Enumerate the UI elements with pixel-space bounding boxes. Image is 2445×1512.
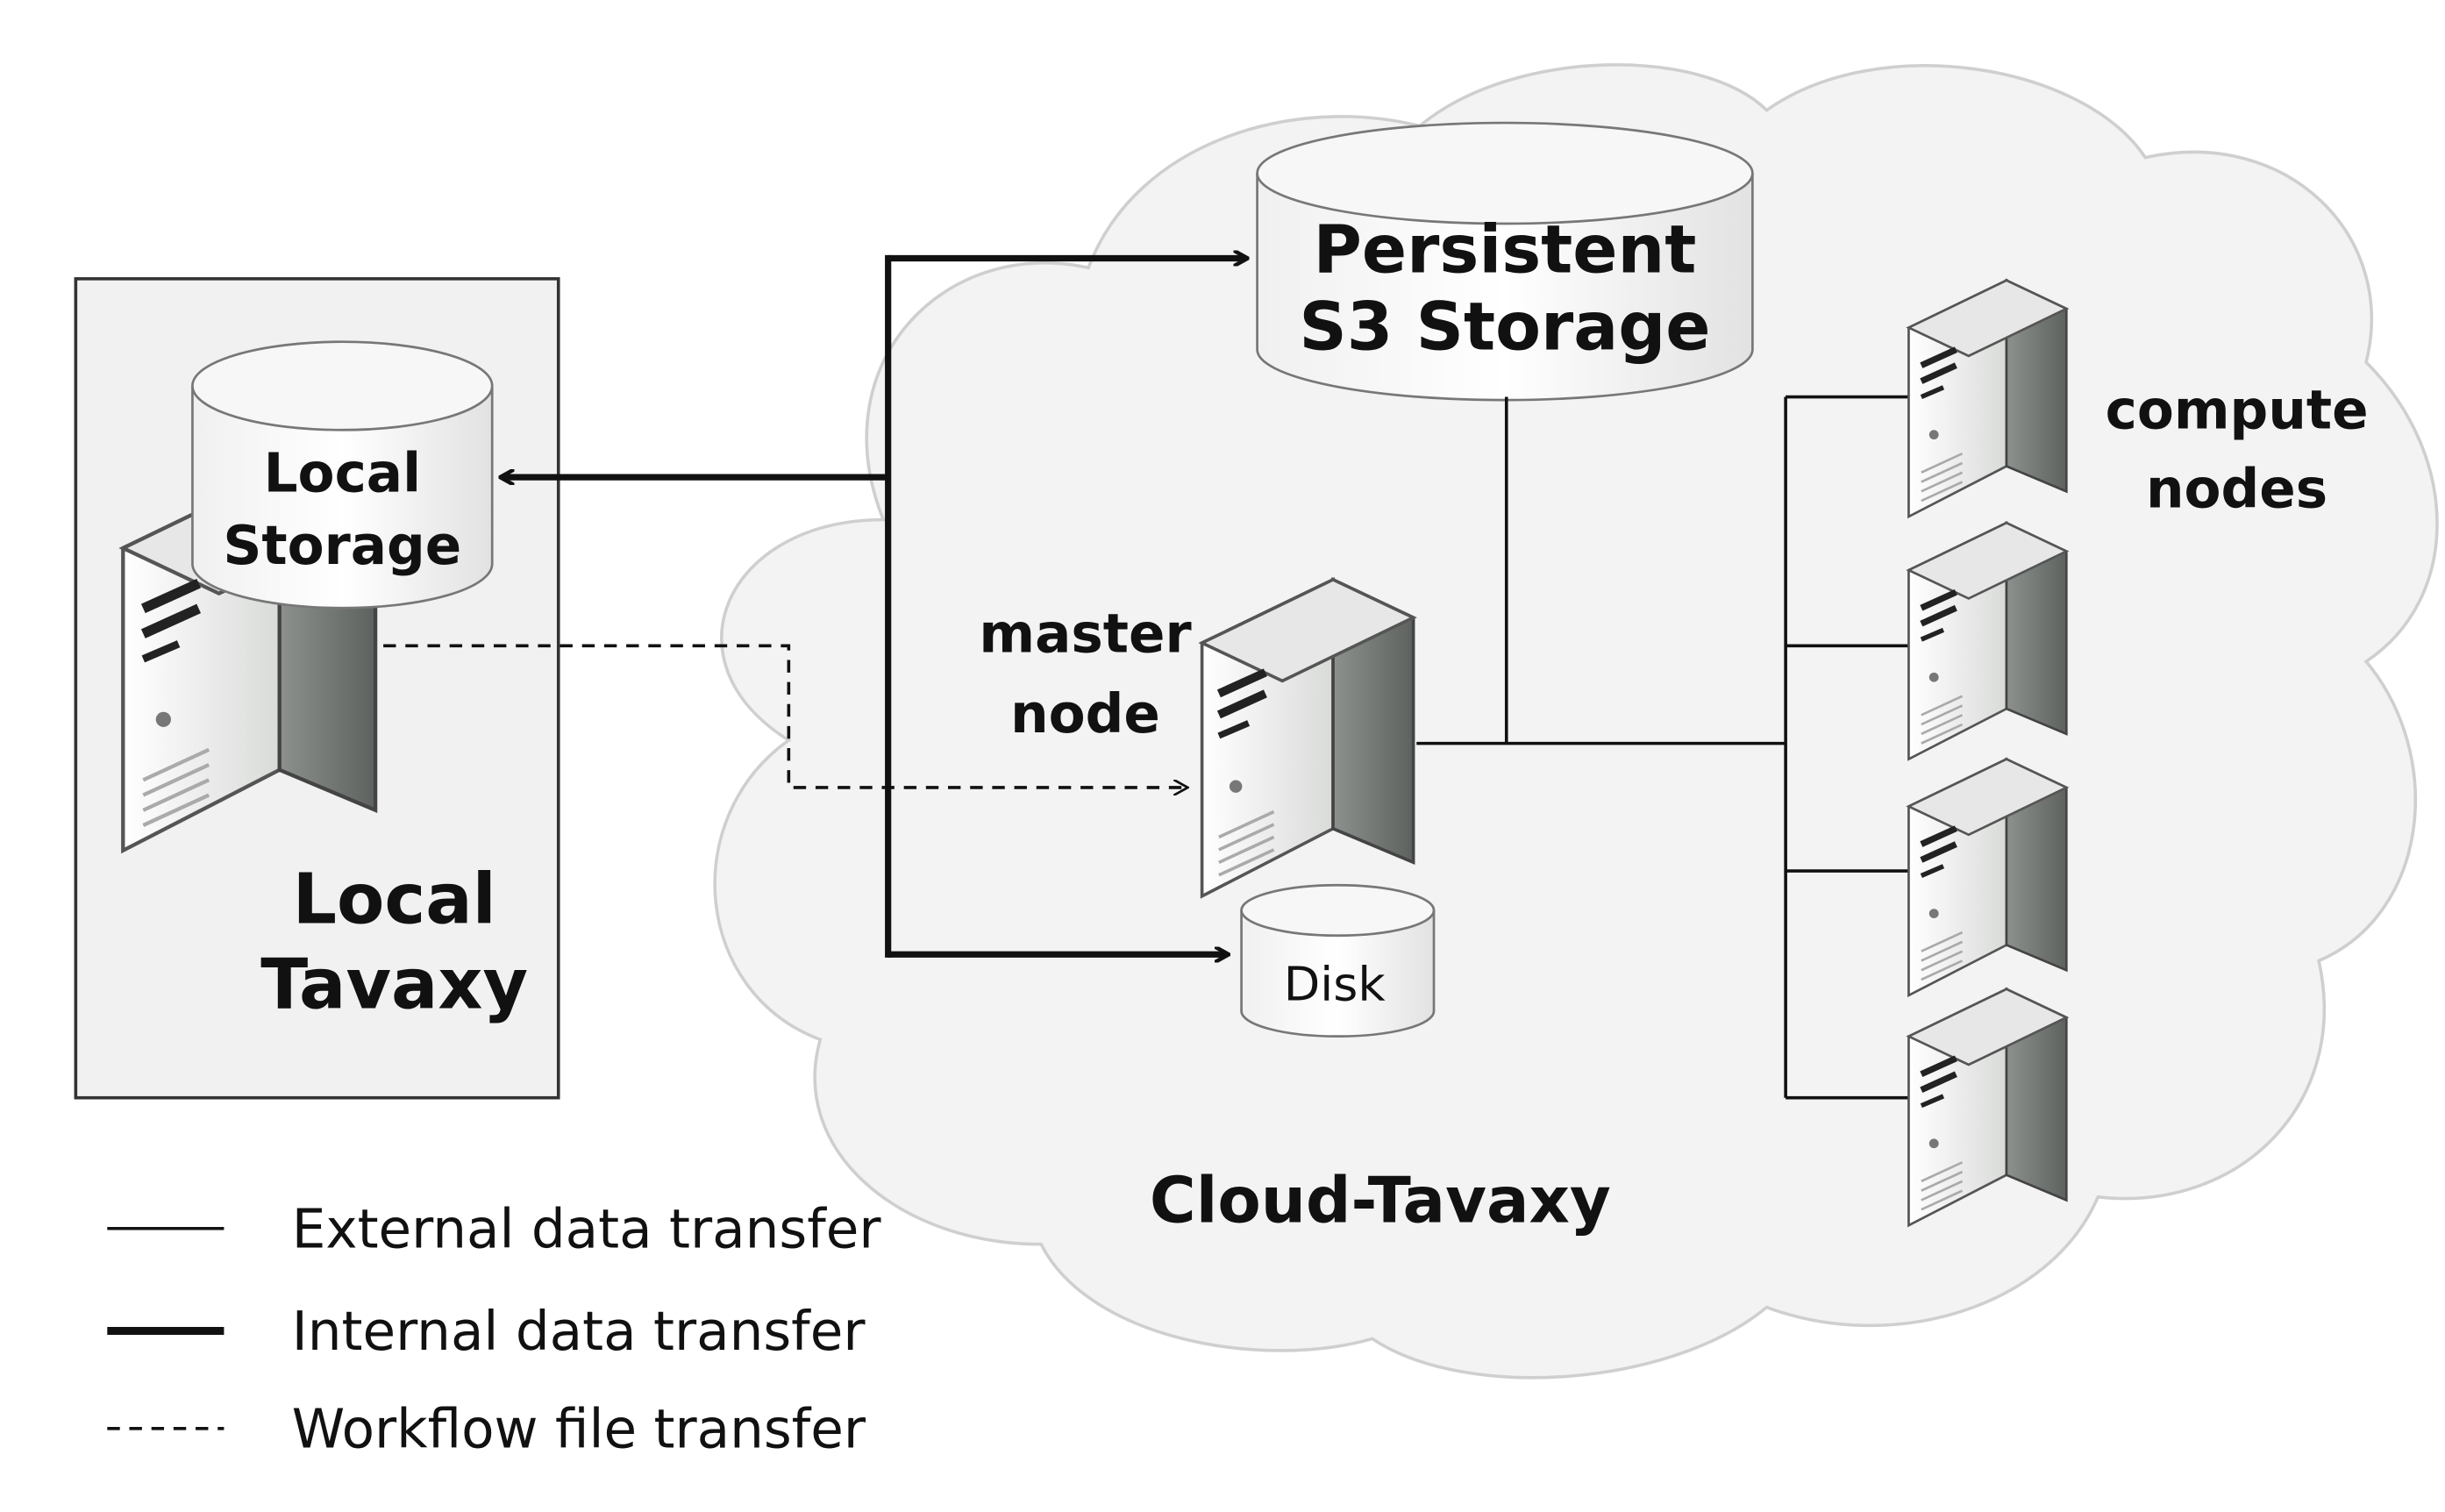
compute-nodes-label-line1: compute (2106, 380, 2369, 442)
s3-storage-cylinder (1256, 121, 1754, 402)
local-tavaxy-title-line1: Local (293, 859, 496, 939)
workflow-transfer-line (383, 644, 1187, 788)
legend-internal-label: Internal data transfer (292, 1301, 866, 1363)
internal-transfer-lines (502, 255, 1246, 958)
external-transfer-lines (1416, 395, 1909, 1100)
disk-label: Disk (1284, 956, 1386, 1011)
s3-storage-label-line2: S3 Storage (1299, 289, 1710, 366)
legend-external-label: External data transfer (292, 1198, 882, 1260)
master-node-label-line2: node (1010, 683, 1160, 745)
local-storage-label-line2: Storage (223, 515, 461, 577)
local-storage-label-line1: Local (264, 442, 421, 504)
cloud-tavaxy-title: Cloud-Tavaxy (1150, 1164, 1611, 1237)
s3-storage-label-line1: Persistent (1314, 211, 1697, 289)
legend: External data transfer Internal data tra… (107, 1198, 881, 1460)
disk-cylinder (1240, 883, 1436, 1038)
compute-nodes-label-line2: nodes (2146, 458, 2327, 520)
legend-workflow-label: Workflow file transfer (292, 1398, 866, 1460)
local-tavaxy-title-line2: Tavaxy (260, 944, 528, 1024)
master-node-label-line1: master (979, 603, 1191, 666)
local-storage-cylinder (191, 340, 494, 610)
